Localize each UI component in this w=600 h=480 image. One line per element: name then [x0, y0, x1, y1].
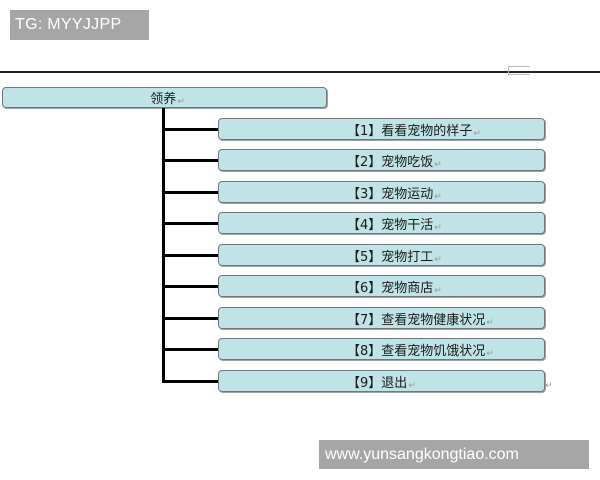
- menu-item-view-pet: 【1】看看宠物的样子↵: [218, 118, 545, 140]
- menu-item-text: 【4】宠物干活: [347, 217, 434, 233]
- branch-connector: [162, 191, 218, 194]
- menu-item-hunger-status: 【8】查看宠物饥饿状况↵: [218, 338, 545, 360]
- paragraph-mark-icon: ↵: [486, 348, 494, 359]
- menu-item-text: 【9】退出: [347, 375, 408, 391]
- menu-item-text: 【2】宠物吃饭: [347, 154, 434, 170]
- menu-item-health-status: 【7】查看宠物健康状况↵: [218, 307, 545, 329]
- menu-item-label: 【5】宠物打工↵: [347, 246, 442, 265]
- menu-item-text: 【7】查看宠物健康状况: [347, 312, 486, 328]
- paragraph-mark-icon: ↵: [177, 97, 185, 107]
- root-node-adopt: 领养↵: [2, 87, 327, 108]
- paragraph-mark-icon: ↵: [434, 254, 442, 265]
- menu-item-label: 【7】查看宠物健康状况↵: [347, 309, 494, 328]
- branch-connector: [162, 159, 218, 162]
- menu-item-text: 【6】宠物商店: [347, 280, 434, 296]
- paragraph-mark-icon: ↵: [434, 159, 442, 170]
- menu-item-label: 【4】宠物干活↵: [347, 214, 442, 233]
- paragraph-mark-icon: ↵: [434, 285, 442, 296]
- menu-item-feed-pet: 【2】宠物吃饭↵: [218, 149, 545, 171]
- watermark-bottom: www.yunsangkongtiao.com: [319, 440, 589, 469]
- branch-connector: [162, 128, 218, 131]
- root-node-label: 领养↵: [150, 88, 185, 107]
- branch-connector: [162, 222, 218, 225]
- branch-connector: [162, 317, 218, 320]
- branch-connector: [162, 380, 218, 383]
- menu-item-pet-chores: 【4】宠物干活↵: [218, 212, 545, 234]
- trunk-connector: [162, 108, 165, 383]
- menu-item-text: 【5】宠物打工: [347, 249, 434, 265]
- watermark-top: TG: MYYJJPP: [10, 10, 149, 40]
- branch-connector: [162, 285, 218, 288]
- menu-item-label: 【6】宠物商店↵: [347, 277, 442, 296]
- paragraph-mark-icon: ↵: [545, 381, 553, 391]
- header-rule: [0, 71, 600, 73]
- menu-item-exercise-pet: 【3】宠物运动↵: [218, 181, 545, 203]
- branch-connector: [162, 348, 218, 351]
- branch-connector: [162, 254, 218, 257]
- paragraph-mark-icon: ↵: [434, 191, 442, 202]
- menu-item-text: 【8】查看宠物饥饿状况: [347, 343, 486, 359]
- menu-item-label: 【1】看看宠物的样子↵: [347, 120, 481, 139]
- menu-item-label: 【3】宠物运动↵: [347, 183, 442, 202]
- paragraph-mark-icon: ↵: [473, 128, 481, 139]
- menu-item-label: 【9】退出↵: [347, 372, 416, 391]
- menu-item-label: 【2】宠物吃饭↵: [347, 151, 442, 170]
- menu-item-text: 【1】看看宠物的样子: [347, 123, 473, 139]
- paragraph-mark-icon: ↵: [434, 222, 442, 233]
- paragraph-mark-icon: ↵: [486, 317, 494, 328]
- menu-item-label: 【8】查看宠物饥饿状况↵: [347, 340, 494, 359]
- page-corner-mark: [508, 66, 530, 75]
- root-node-text: 领养: [150, 92, 177, 107]
- menu-item-pet-shop: 【6】宠物商店↵: [218, 275, 545, 297]
- menu-item-exit: 【9】退出↵: [218, 370, 545, 392]
- paragraph-mark-icon: ↵: [408, 380, 416, 391]
- menu-item-pet-work: 【5】宠物打工↵: [218, 244, 545, 266]
- menu-item-text: 【3】宠物运动: [347, 186, 434, 202]
